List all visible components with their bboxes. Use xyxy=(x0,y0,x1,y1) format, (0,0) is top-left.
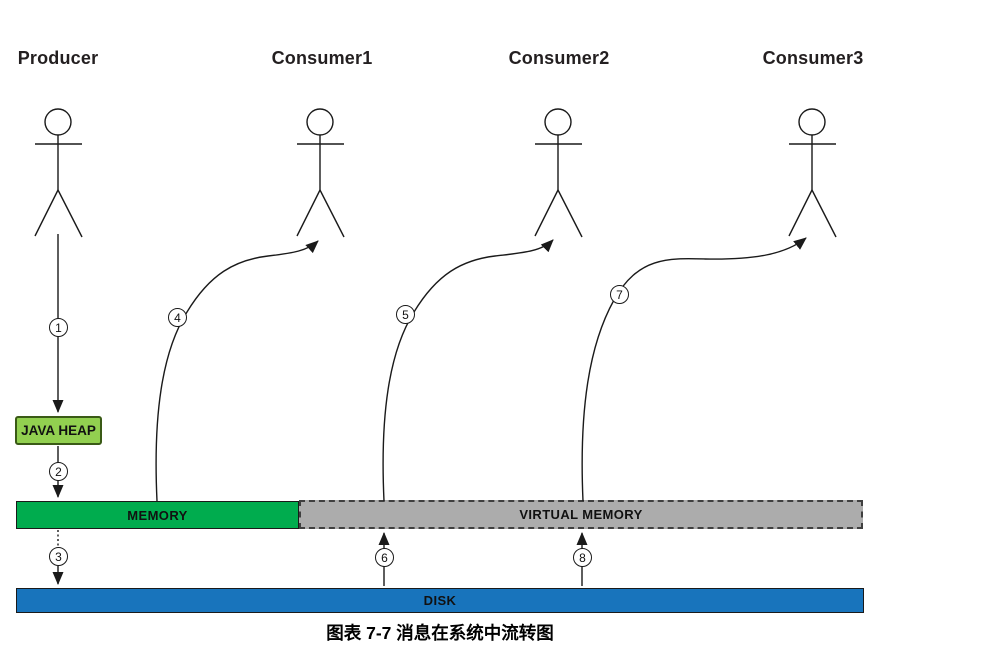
step-badge-6: 6 xyxy=(375,548,394,567)
actor-label-consumer2: Consumer2 xyxy=(508,48,610,68)
figure-caption: 图表 7-7 消息在系统中流转图 xyxy=(326,623,554,643)
step-badge-8: 8 xyxy=(573,548,592,567)
step-badge-5: 5 xyxy=(396,305,415,324)
step-badge-3: 3 xyxy=(49,547,68,566)
arrow-step4-memory-to-consumer1 xyxy=(155,240,319,502)
consumer1-figure xyxy=(296,108,345,238)
actor-label-consumer3: Consumer3 xyxy=(762,48,864,68)
java-heap-label: JAVA HEAP xyxy=(21,423,96,438)
step-badge-4: 4 xyxy=(168,308,187,327)
producer-figure xyxy=(34,108,83,238)
arrow-step7-vmemory-to-consumer3 xyxy=(581,237,807,502)
java-heap-box: JAVA HEAP xyxy=(15,416,102,445)
memory-label: MEMORY xyxy=(127,507,188,523)
disk-label: DISK xyxy=(423,593,457,608)
virtual-memory-bar: VIRTUAL MEMORY xyxy=(299,500,863,529)
consumer2-figure xyxy=(534,108,583,238)
virtual-memory-label: VIRTUAL MEMORY xyxy=(519,507,643,522)
actor-label-producer: Producer xyxy=(17,48,99,68)
actor-label-consumer1: Consumer1 xyxy=(271,48,373,68)
consumer3-figure xyxy=(788,108,837,238)
step-badge-2: 2 xyxy=(49,462,68,481)
arrow-step5-vmemory-to-consumer2 xyxy=(382,239,554,502)
step-badge-7: 7 xyxy=(610,285,629,304)
step-badge-1: 1 xyxy=(49,318,68,337)
memory-bar: MEMORY xyxy=(16,501,299,529)
disk-bar: DISK xyxy=(16,588,864,613)
